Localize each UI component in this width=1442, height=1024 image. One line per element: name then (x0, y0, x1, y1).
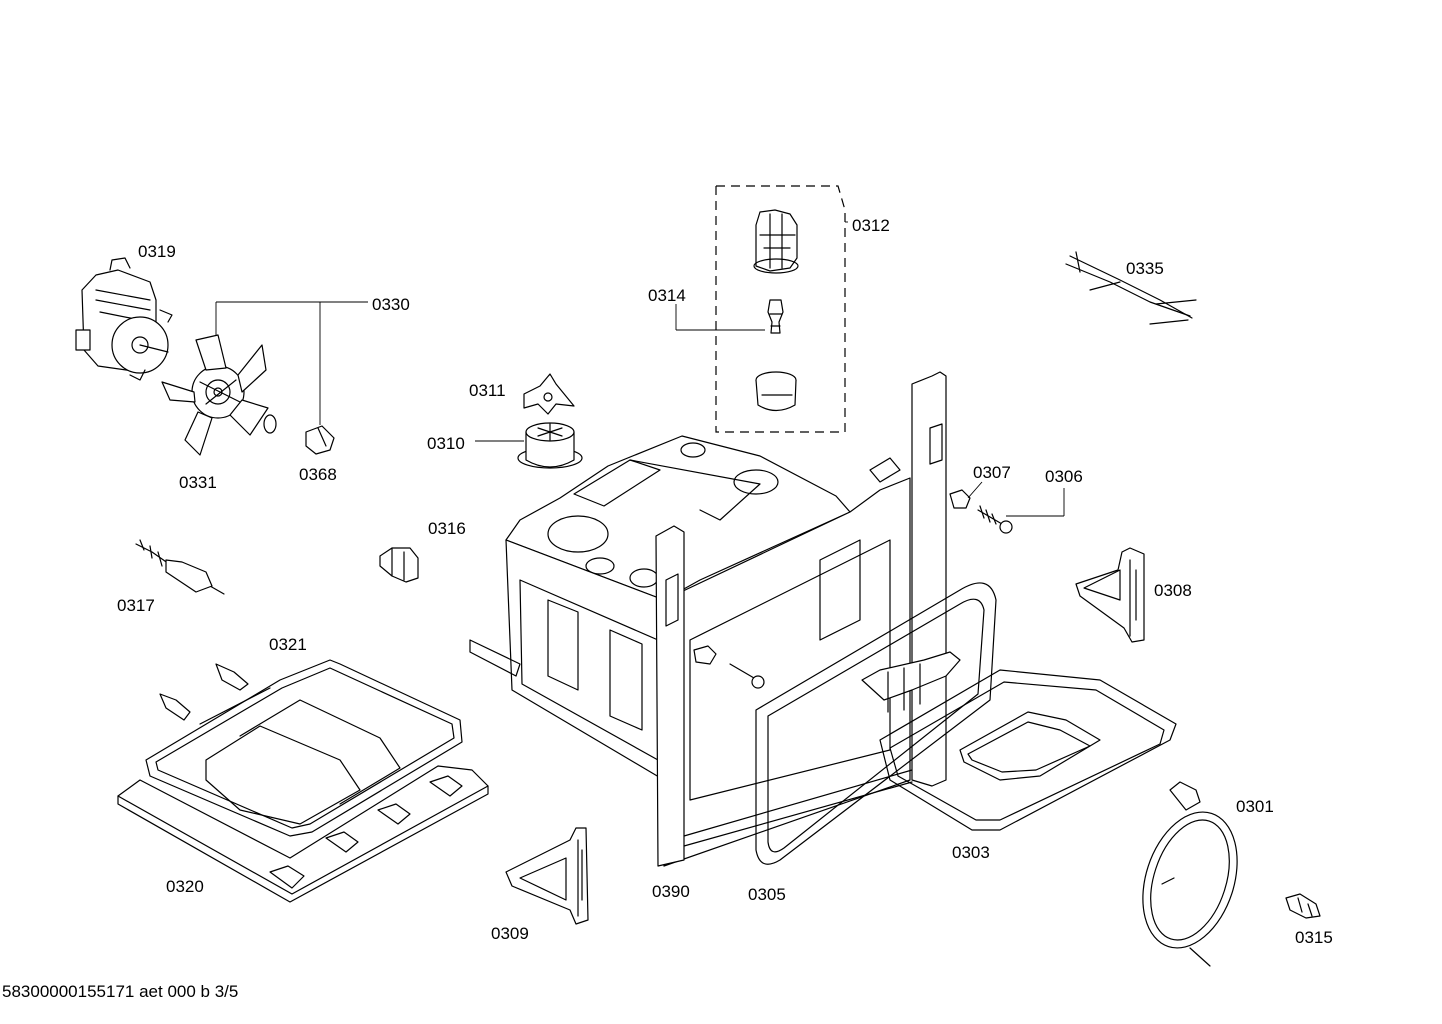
screw-icon (977, 505, 1013, 534)
hinge-bracket-icon (505, 827, 589, 925)
part-label-0335: 0335 (1126, 259, 1164, 278)
part-label-0309: 0309 (491, 924, 529, 943)
part-label-0331: 0331 (179, 473, 217, 492)
heater-tray-icon (117, 765, 489, 903)
hinge-bracket-icon (1075, 547, 1145, 643)
part-label-0321: 0321 (269, 635, 307, 654)
lamp-housing-icon (517, 422, 583, 469)
nut-icon (305, 425, 335, 455)
plug-icon (949, 489, 971, 509)
cable-icon (1065, 251, 1197, 325)
grill-heater-icon (861, 651, 1177, 831)
frame-icon (755, 582, 997, 865)
part-label-0310: 0310 (427, 434, 465, 453)
ring-heater-icon (1142, 781, 1238, 967)
part-label-0301: 0301 (1236, 797, 1274, 816)
part-label-0330: 0330 (372, 295, 410, 314)
part-label-0303: 0303 (952, 843, 990, 862)
document-code: 58300000155171 aet 000 b 3/5 (2, 982, 239, 1001)
part-label-0306: 0306 (1045, 467, 1083, 486)
part-label-0308: 0308 (1154, 581, 1192, 600)
fan-motor-icon (75, 257, 173, 381)
sensor-icon (135, 539, 225, 595)
part-label-0368: 0368 (299, 465, 337, 484)
part-label-0320: 0320 (166, 877, 204, 896)
part-label-0305: 0305 (748, 885, 786, 904)
part-label-0311: 0311 (469, 381, 506, 400)
bottom-heater-icon (145, 659, 463, 837)
clip-icon (523, 373, 575, 415)
part-label-0317: 0317 (117, 596, 155, 615)
terminal-icon (1285, 893, 1321, 919)
part-label-0316: 0316 (428, 519, 466, 538)
oven-cavity-icon (469, 371, 947, 867)
part-label-0307: 0307 (973, 463, 1011, 482)
fan-blade-icon (161, 334, 269, 456)
washer-icon (263, 414, 277, 434)
part-label-0312: 0312 (852, 216, 890, 235)
part-label-0319: 0319 (138, 242, 176, 261)
part-label-0390: 0390 (652, 882, 690, 901)
bracket-icon (379, 547, 419, 583)
part-label-0314: 0314 (648, 286, 686, 305)
lamp-assembly-icon (715, 185, 846, 433)
part-label-0315: 0315 (1295, 928, 1333, 947)
